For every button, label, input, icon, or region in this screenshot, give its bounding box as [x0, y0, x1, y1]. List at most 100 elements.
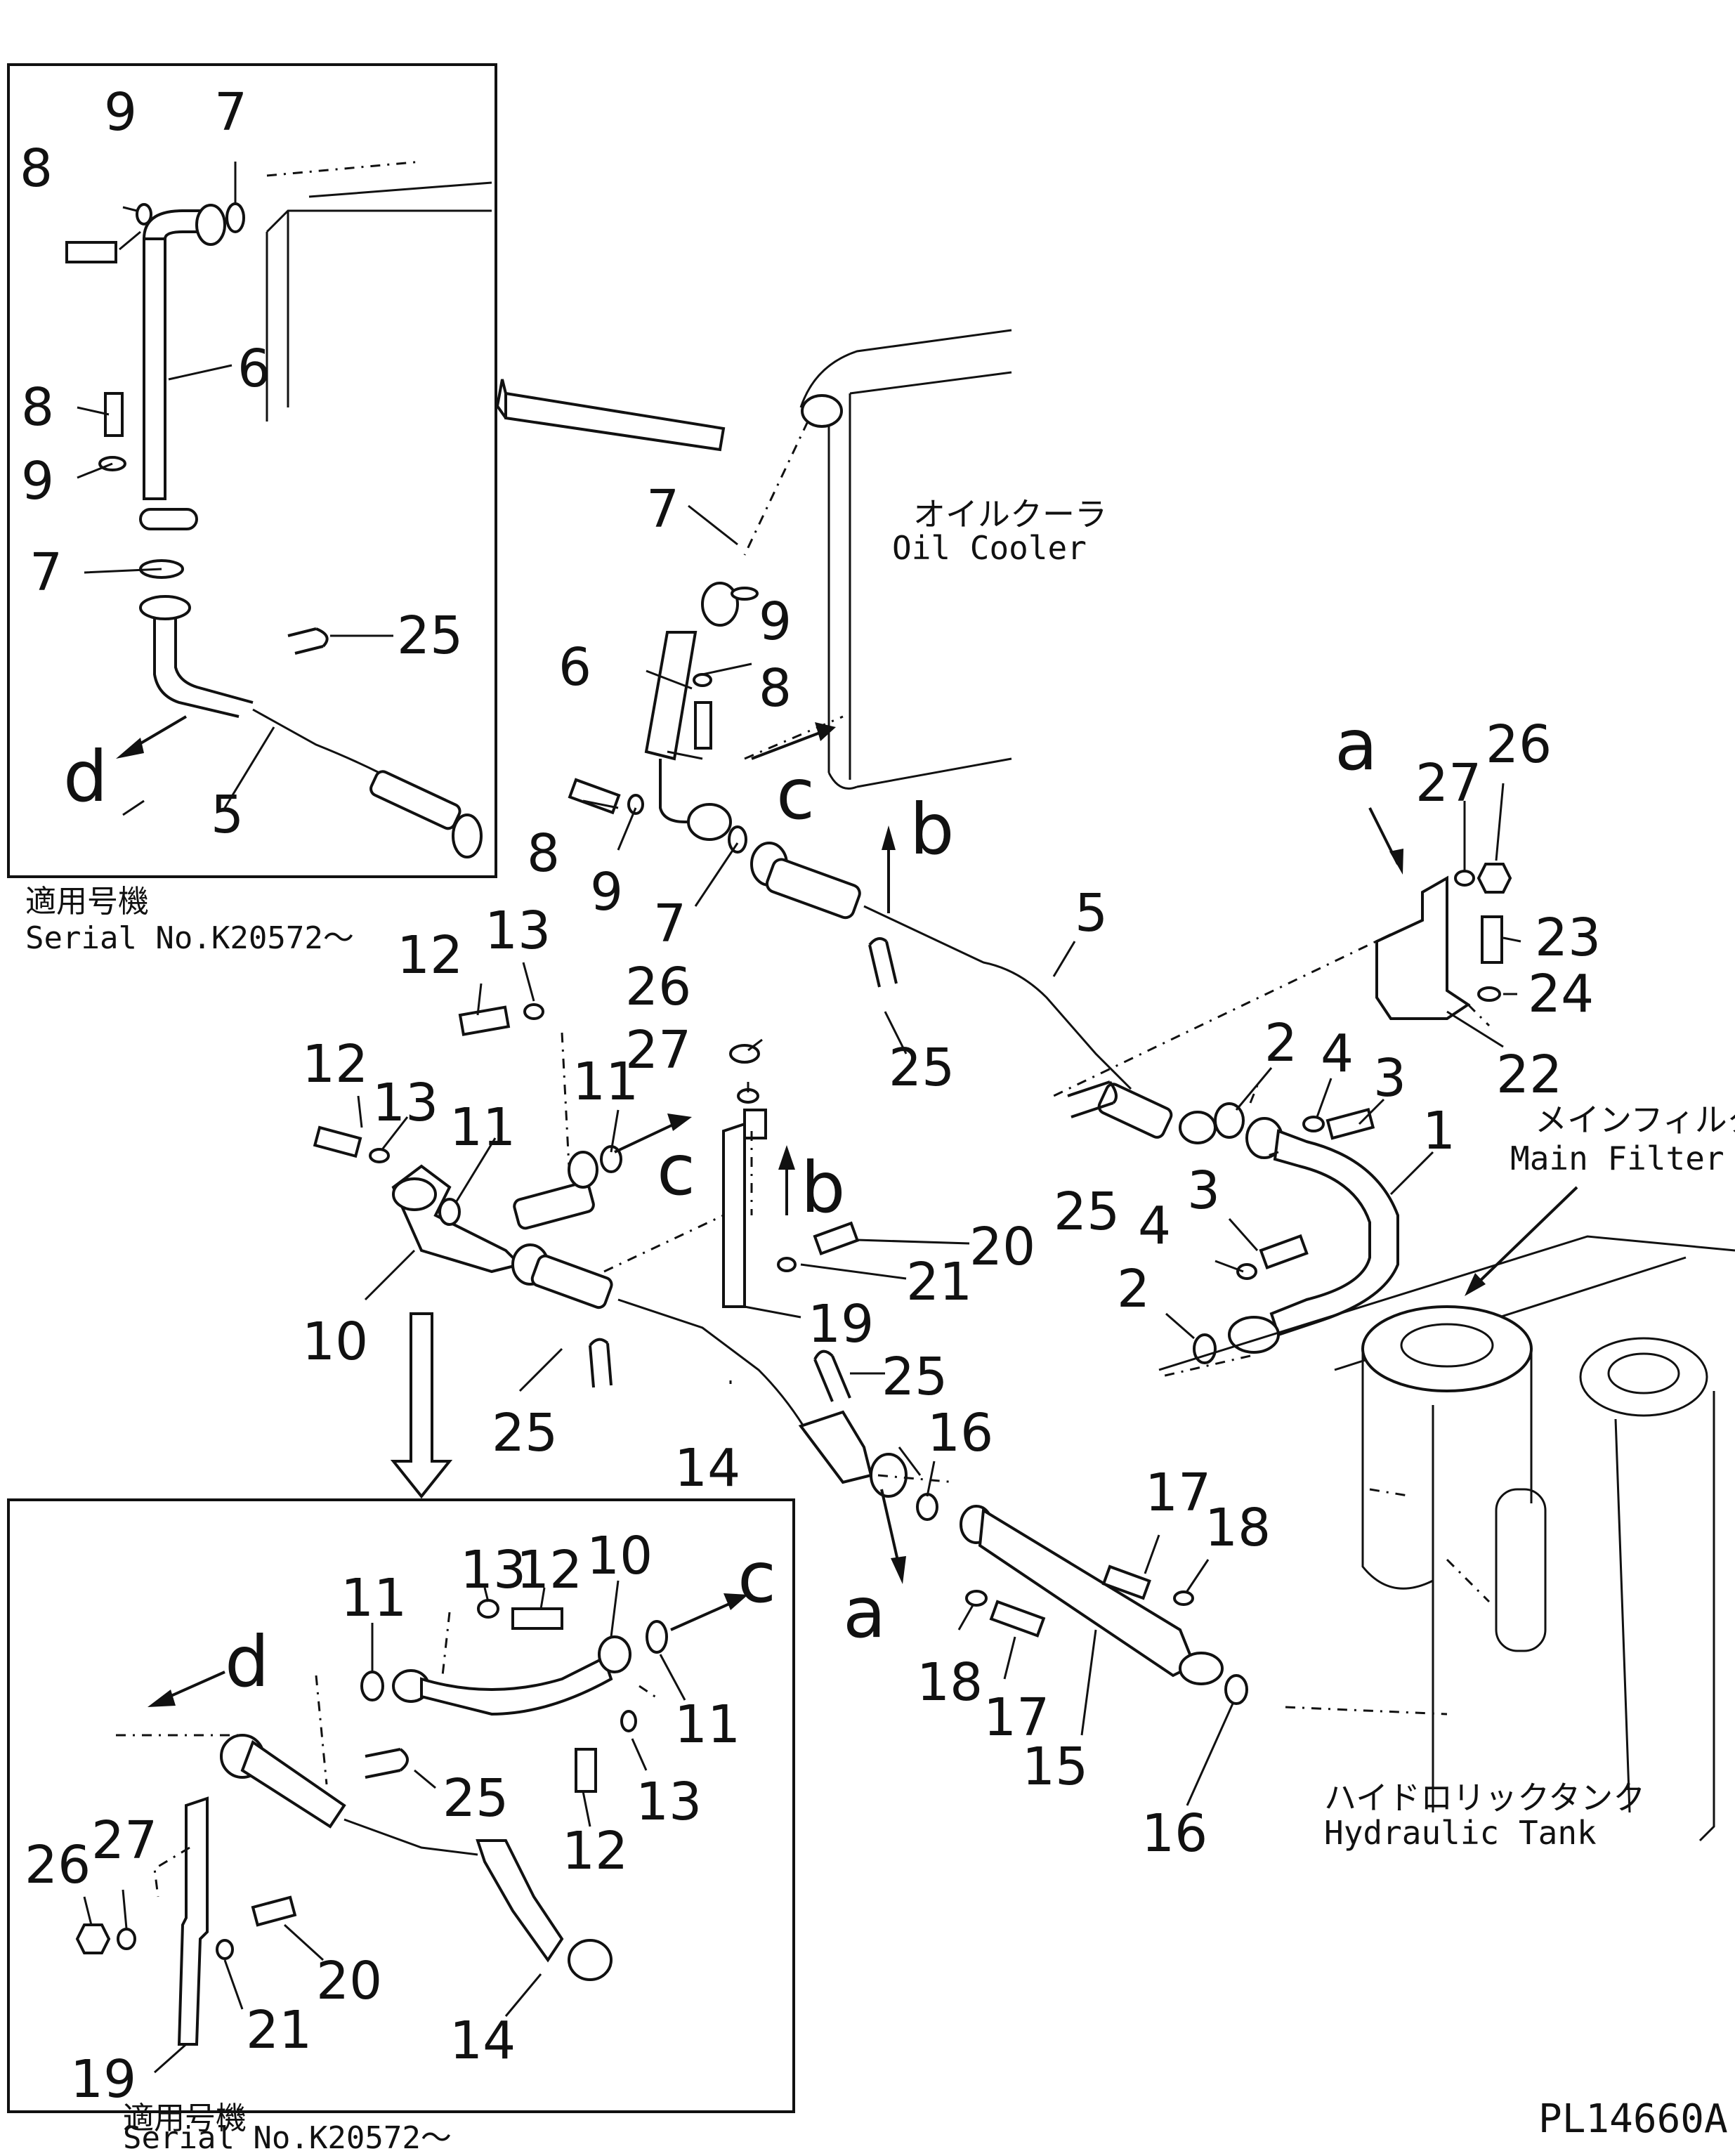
- callout: 25: [443, 1768, 509, 1829]
- callout: 12: [516, 1540, 582, 1600]
- callout: 3: [1187, 1161, 1220, 1221]
- callout: 9: [590, 862, 623, 922]
- callout: 25: [1054, 1182, 1120, 1242]
- main-bolt-8-lower: [568, 778, 621, 815]
- inset-bottom: [7, 1498, 795, 2113]
- inset-pipe-14-bend: [476, 1839, 564, 1963]
- bolt-3-upper: [1325, 1108, 1375, 1140]
- callout: 18: [917, 1652, 983, 1713]
- callout: 1: [1422, 1101, 1455, 1161]
- washer-18-upper: [1173, 1590, 1194, 1606]
- callout: 16: [927, 1403, 993, 1463]
- callout: 11: [674, 1694, 740, 1755]
- main-right-assembly: [1158, 1067, 1434, 1378]
- inset-bolt-8-upper: [65, 241, 117, 263]
- callout: 12: [302, 1034, 368, 1095]
- bracket-22-group: [1053, 783, 1521, 1097]
- callout: 26: [625, 957, 691, 1017]
- main-lower-assembly: [880, 1461, 1248, 1806]
- callout: 12: [562, 1821, 628, 1881]
- main-pipe-5-sleeve: [765, 858, 861, 920]
- hose-section-10: [513, 1181, 595, 1230]
- callout: 16: [1141, 1803, 1207, 1864]
- callout: 2: [1264, 1013, 1297, 1073]
- oil-cooler: [743, 329, 1012, 790]
- washer-13-upper: [523, 1003, 544, 1020]
- callout: 12: [397, 925, 463, 986]
- callout-direction: a: [843, 1572, 886, 1654]
- callout-direction: a: [1335, 704, 1377, 786]
- inset-pipe-5-flange-top: [139, 595, 191, 620]
- callout: 10: [302, 1312, 368, 1372]
- main-hose-6: [644, 631, 698, 761]
- callout: 8: [527, 823, 560, 884]
- callout: 24: [1528, 964, 1594, 1024]
- sight-gauge: [1495, 1488, 1547, 1652]
- callout: 27: [1415, 753, 1481, 814]
- callout: 13: [636, 1772, 702, 1832]
- ubolt-25-lower: [589, 1338, 613, 1388]
- callout: 9: [21, 451, 54, 511]
- hydraulic-tank-label-en: Hydraulic Tank: [1324, 1814, 1597, 1852]
- inset-bottom-applicability-visible: 適用号機: [123, 2101, 247, 2136]
- callout: 27: [91, 1810, 157, 1871]
- callout-direction: b: [910, 788, 954, 870]
- main-bolt-8-upper: [694, 701, 712, 750]
- nut-26-upper: [1477, 863, 1512, 894]
- main-hose-6-flange: [687, 803, 732, 841]
- bolt-12-lower: [313, 1125, 362, 1158]
- inset-bolt-20: [251, 1895, 297, 1927]
- inset-nut-26: [75, 1923, 111, 1954]
- callout: 7: [646, 479, 679, 540]
- inset-oil-cooler-outline: [266, 181, 492, 422]
- hydraulic-tank-label-jp: ハイドロリックタンク: [1324, 1779, 1645, 1817]
- bolt-12-upper: [458, 1005, 511, 1036]
- callout: 5: [211, 785, 244, 845]
- inset-top: 9 7 8 6 8 9 7 25 d 5: [7, 63, 497, 878]
- inset-pipe-5-flange-end: [452, 814, 483, 858]
- oring-2-lower: [1193, 1333, 1217, 1364]
- inset-top-applicability: 適用号機: [25, 884, 149, 920]
- callout: 13: [485, 901, 551, 961]
- callout: 4: [1321, 1024, 1354, 1084]
- main-washer-9-lower: [627, 794, 644, 815]
- hose-15-flange: [1179, 1652, 1224, 1685]
- inset-bolt-12-lower: [575, 1748, 597, 1793]
- pipe-14-bend: [798, 1410, 873, 1484]
- callout: 23: [1535, 908, 1601, 968]
- callout-direction: b: [801, 1146, 845, 1229]
- inset-pipe-14-flange-end: [568, 1939, 613, 1981]
- callout: 11: [572, 1052, 639, 1112]
- inset-bottom-serial: Serial No.K20572～: [123, 2120, 452, 2152]
- pointer-arrow-to-inset-top: [504, 391, 726, 452]
- callout: 26: [25, 1835, 91, 1895]
- oil-cooler-label-jp: オイルクーラ: [913, 495, 1107, 533]
- callout-direction: d: [225, 1621, 269, 1703]
- inset-oring-11-left: [360, 1671, 384, 1701]
- callout: 13: [372, 1073, 438, 1133]
- main-pipe-5-end: [1097, 1083, 1173, 1139]
- main-washer-9-upper: [693, 673, 712, 687]
- main-mid-assembly: [313, 962, 970, 1498]
- ubolt-25-right: [813, 1350, 851, 1402]
- inset-washer-13-upper: [477, 1599, 499, 1619]
- callout: 25: [889, 1038, 955, 1098]
- inset-bolt-12-upper: [511, 1607, 563, 1630]
- callout-direction: c: [776, 753, 815, 835]
- hydraulic-tank: [1158, 1235, 1735, 1842]
- callout: 7: [30, 542, 63, 603]
- callout: 2: [1117, 1259, 1150, 1319]
- inset-pipe-5-end: [369, 770, 461, 830]
- callout: 25: [397, 606, 463, 666]
- oring-11-left: [438, 1198, 461, 1226]
- callout: 8: [21, 377, 54, 438]
- callout: 17: [1145, 1463, 1211, 1523]
- inset-hose-6-flange: [139, 508, 198, 530]
- callout: 7: [214, 82, 247, 143]
- main-filter-cap: [1361, 1305, 1533, 1392]
- callout: 5: [1075, 883, 1108, 943]
- washer-27-upper: [1454, 870, 1475, 887]
- pipe-14-flange-end: [870, 1453, 908, 1498]
- washer-4-lower: [1236, 1263, 1257, 1280]
